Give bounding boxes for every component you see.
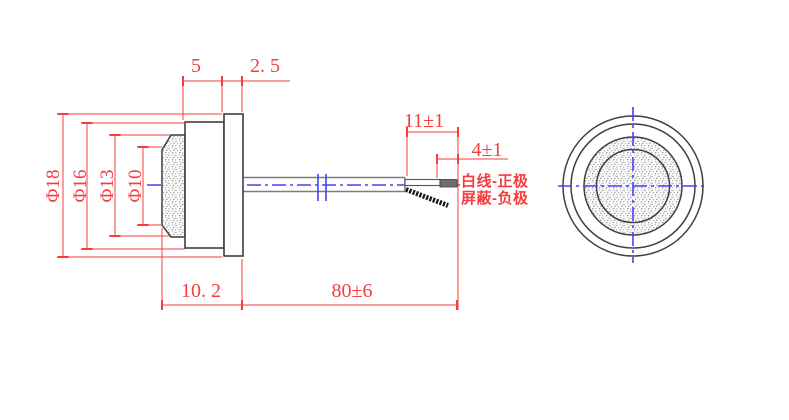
transducer-sponge-face [161,134,186,238]
shield-braid-wire [405,187,449,208]
dim-label-tip-length: 4±1 [472,139,503,161]
white-wire [404,178,441,187]
wire-tinned-tip [439,179,458,188]
dim-ext-bottom [161,228,243,310]
side-view [147,113,460,257]
dimension-lines [57,76,508,310]
dim-label-dia-sponge: Φ13 [97,170,118,203]
dim-label-dia-face: Φ10 [125,170,146,203]
annotation-white-wire-positive: 白线-正极 [461,172,529,190]
dim-label-dia-flange: Φ18 [43,170,64,203]
dim-ext-left [57,113,222,258]
front-view [558,107,706,263]
dim-label-body-length: 5 [191,55,201,77]
dim-label-flange-thickness: 2. 5 [250,55,280,77]
dimension-labels: 5 2. 5 Φ18 Φ16 Φ13 Φ10 10. 2 80±6 11±1 4… [43,55,529,302]
dim-label-strip-length: 11±1 [404,110,444,132]
dim-label-dia-body: Φ16 [70,170,91,203]
annotation-shield-negative: 屏蔽-负极 [461,189,529,207]
dim-label-cable-length: 80±6 [332,280,373,302]
transducer-body [184,121,225,249]
transducer-flange [223,113,244,257]
cable-break-mark [317,174,327,201]
dim-ext-top [182,77,243,120]
dim-label-head-length: 10. 2 [181,280,221,302]
